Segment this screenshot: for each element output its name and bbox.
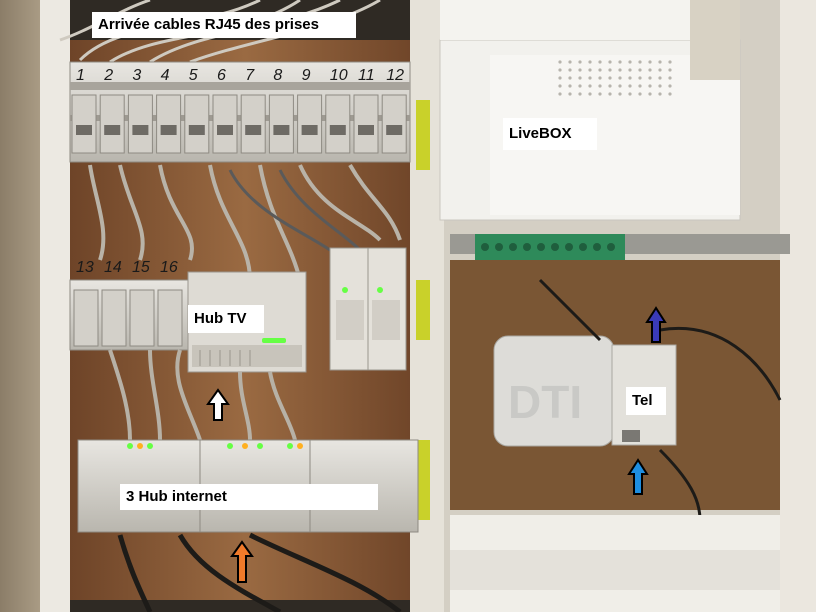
port-number: 14 <box>104 259 122 276</box>
rj45-module <box>71 94 97 154</box>
rj45-module <box>325 94 351 154</box>
middle-cables <box>88 164 402 281</box>
port-number: 1 <box>76 67 85 84</box>
port-number: 3 <box>132 67 141 84</box>
rj45-module <box>99 94 125 154</box>
rj45-module <box>381 94 407 154</box>
rj45-module <box>156 94 182 154</box>
port-number: 8 <box>273 67 282 84</box>
status-led <box>147 443 153 449</box>
terminal-block <box>450 234 790 260</box>
port-number: 2 <box>103 67 113 84</box>
dti-box: DTI <box>493 335 615 447</box>
rj45-module <box>73 289 99 347</box>
port-number: 16 <box>160 259 178 276</box>
ground-terminals <box>416 100 430 520</box>
label-rj45-cables: Arrivée cables RJ45 des prises <box>92 12 356 38</box>
rj45-module <box>129 289 155 347</box>
port-number: 9 <box>302 67 311 84</box>
bottom-cables <box>117 532 402 612</box>
right-rail <box>780 0 816 612</box>
port-number: 4 <box>161 67 170 84</box>
power-supplies <box>329 247 407 371</box>
label-tel: Tel <box>626 387 666 415</box>
port-number: 15 <box>132 259 150 276</box>
livebox-device <box>439 0 741 221</box>
status-led <box>297 443 303 449</box>
orange-arrow <box>230 540 254 583</box>
port-number: 10 <box>330 67 348 84</box>
status-led <box>287 443 293 449</box>
port-number: 7 <box>245 67 255 84</box>
left-rail <box>40 0 70 612</box>
port-number: 12 <box>386 67 404 84</box>
rj45-module <box>101 289 127 347</box>
port-number: 5 <box>189 67 198 84</box>
light-blue-arrow <box>627 458 649 495</box>
rj45-module <box>212 94 238 154</box>
status-led <box>242 443 248 449</box>
rj45-module <box>268 94 294 154</box>
white-arrow <box>206 388 230 421</box>
rj45-module <box>157 289 183 347</box>
second-rj45-panel: 13 14 15 16 <box>69 259 191 351</box>
label-hub-tv: Hub TV <box>188 305 264 333</box>
label-livebox: LiveBOX <box>503 118 597 150</box>
port-number: 11 <box>358 67 375 84</box>
status-led <box>137 443 143 449</box>
label-hub-internet: 3 Hub internet <box>120 484 378 510</box>
rj45-module <box>184 94 210 154</box>
dark-cables <box>228 169 362 252</box>
rj45-module <box>353 94 379 154</box>
rj45-module <box>297 94 323 154</box>
dti-mark: DTI <box>508 376 582 428</box>
status-led <box>127 443 133 449</box>
lower-cables <box>108 349 297 441</box>
dark-blue-arrow <box>645 306 667 343</box>
status-led <box>257 443 263 449</box>
right-cables <box>538 278 782 521</box>
rj45-module <box>240 94 266 154</box>
status-led <box>227 443 233 449</box>
rj45-module <box>127 94 153 154</box>
port-number: 6 <box>217 67 226 84</box>
port-number: 13 <box>76 259 94 276</box>
